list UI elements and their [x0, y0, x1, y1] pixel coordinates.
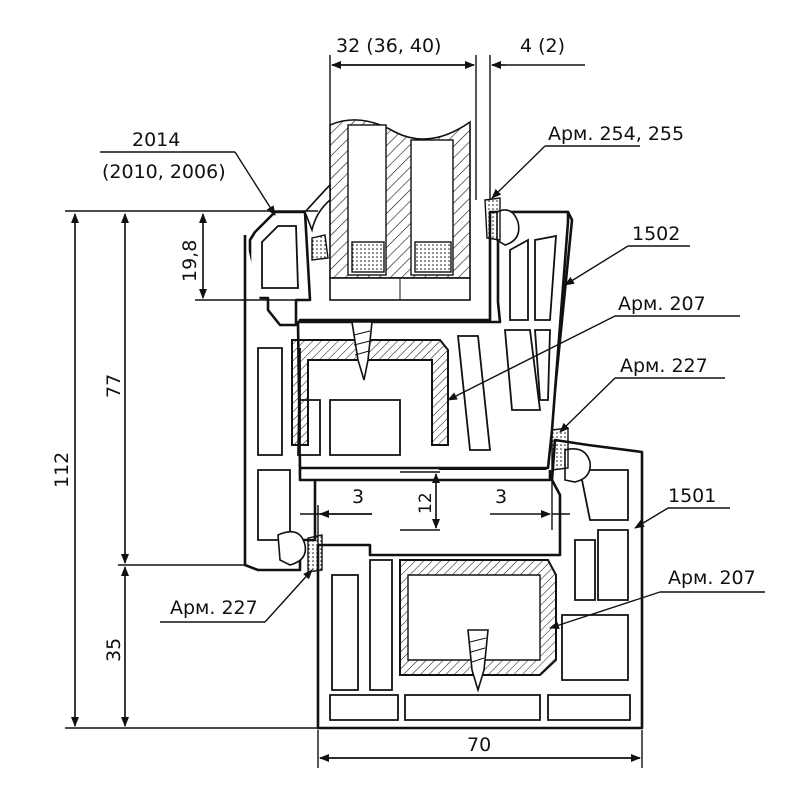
label-arm-207-upper-text: Арм. 207 [618, 293, 706, 315]
label-arm-227-left: Арм. 227 [160, 569, 313, 623]
label-bead-text: 2014 [132, 129, 180, 151]
dim-gap-text: 4 (2) [520, 35, 565, 57]
label-sash: 1502 [564, 223, 690, 286]
dim-sash-height: 77 [103, 213, 245, 566]
dim-total-height-text: 112 [51, 452, 73, 488]
label-frame-text: 1501 [668, 485, 716, 507]
dim-glazing-text: 32 (36, 40) [336, 35, 441, 57]
seal-227-right [551, 427, 569, 471]
gasket-glass-top [496, 209, 520, 246]
dim-overlap-left: 3 [300, 486, 372, 545]
label-arm-227-right: Арм. 227 [559, 355, 725, 433]
dim-total-height: 112 [51, 210, 318, 729]
glass-unit [329, 119, 471, 301]
dim-gap-12: 12 [400, 471, 440, 531]
screw-upper [351, 321, 373, 381]
dim-width: 70 [317, 730, 643, 768]
dim-rebate: 19,8 [179, 213, 296, 301]
label-bead-alt-text: (2010, 2006) [102, 161, 226, 183]
label-frame: 1501 [634, 485, 730, 529]
label-arm-207-upper: Арм. 207 [447, 293, 740, 401]
gasket-frame-left [277, 530, 307, 566]
spacer-left [351, 241, 385, 273]
dim-glazing-thickness: 32 (36, 40) [329, 35, 491, 200]
dim-frame-height: 35 [103, 566, 129, 727]
bead-gasket [304, 183, 331, 233]
dim-gap-12-text: 12 [416, 492, 436, 514]
label-seal-top-text: Арм. 254, 255 [548, 123, 684, 145]
label-arm-207-lower: Арм. 207 [549, 567, 765, 630]
label-arm-227-left-text: Арм. 227 [170, 597, 258, 619]
label-sash-text: 1502 [632, 223, 680, 245]
dim-overlap-right-text: 3 [495, 486, 507, 508]
dim-gap: 4 (2) [491, 35, 585, 69]
spacer-right [414, 241, 452, 273]
gasket-frame-right [564, 448, 592, 483]
label-arm-207-lower-text: Арм. 207 [668, 567, 756, 589]
label-bead: 2014 (2010, 2006) [100, 129, 276, 216]
bead-seal [311, 234, 329, 261]
seal-254 [484, 197, 501, 241]
seal-227-left [307, 534, 323, 573]
glazing-bead [248, 183, 331, 327]
reinforcement-207-sash [291, 321, 449, 446]
label-seal-top: Арм. 254, 255 [491, 123, 684, 199]
dim-frame-height-text: 35 [103, 638, 125, 662]
reinforcement-207-frame [399, 559, 557, 693]
dim-overlap-right: 3 [490, 470, 570, 530]
dim-sash-height-text: 77 [103, 374, 125, 398]
dim-width-text: 70 [467, 734, 491, 756]
dim-rebate-text: 19,8 [179, 240, 201, 282]
label-arm-227-right-text: Арм. 227 [620, 355, 708, 377]
dim-overlap-left-text: 3 [352, 486, 364, 508]
